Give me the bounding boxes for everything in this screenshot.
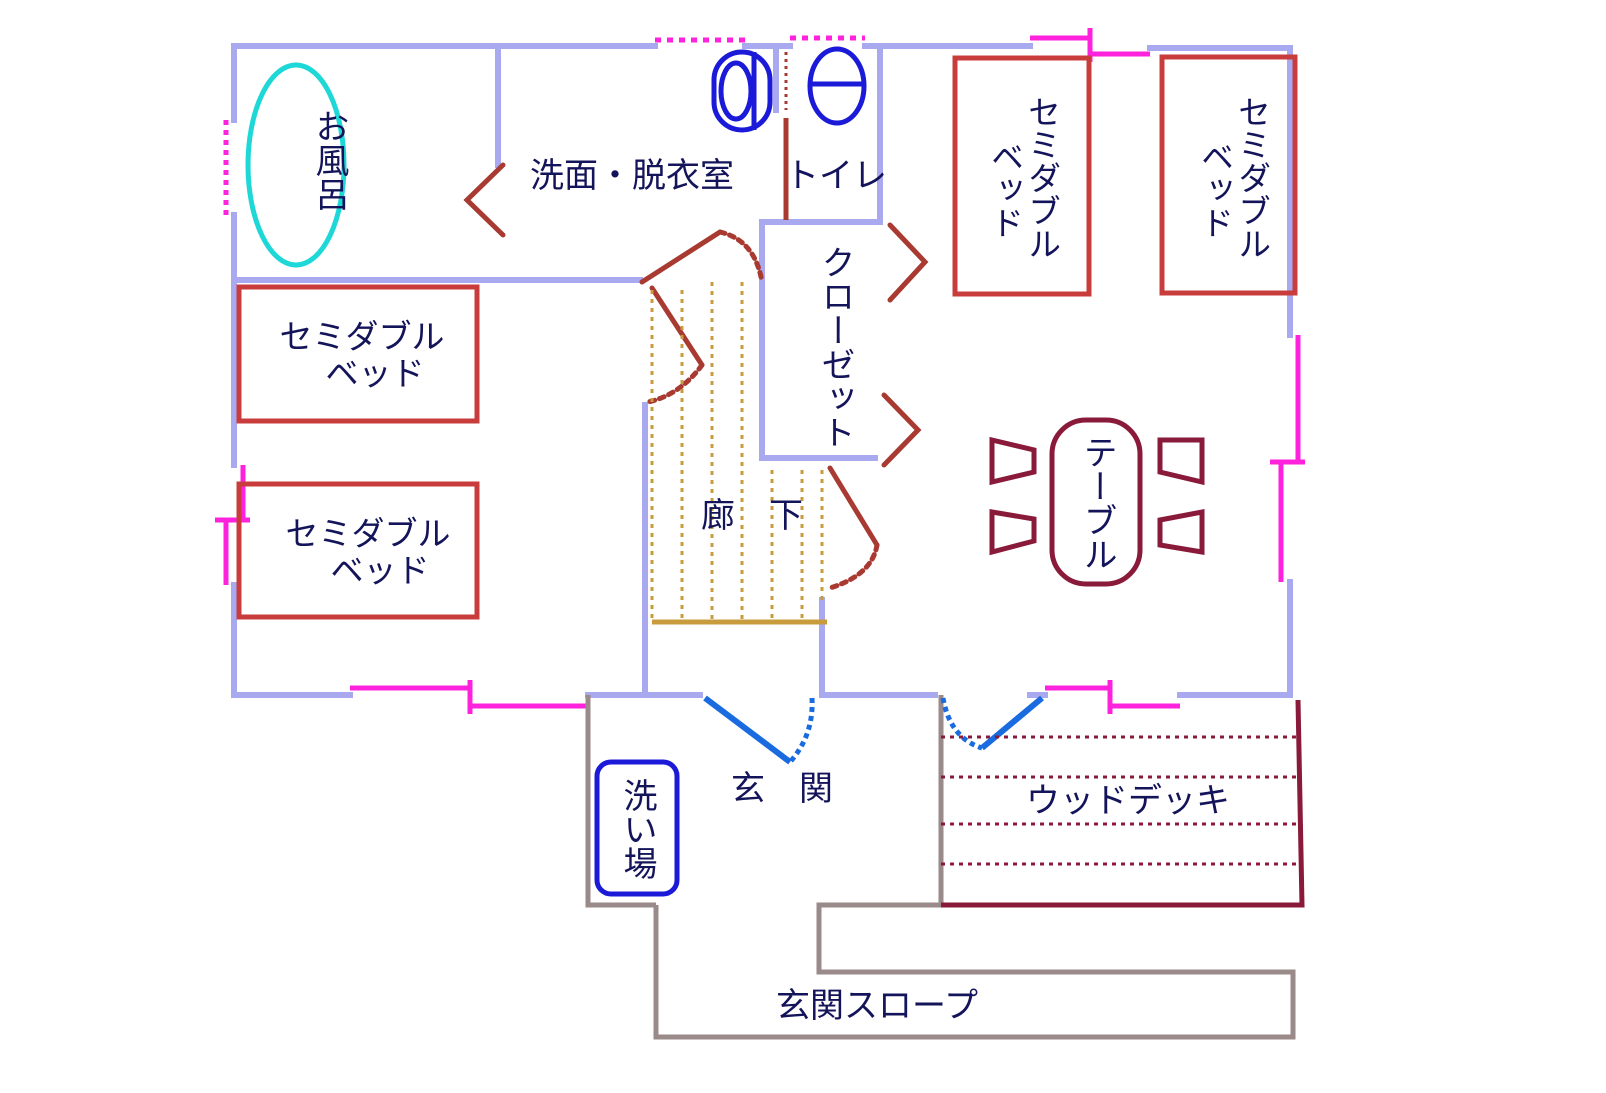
label-hallway: 廊 下: [701, 496, 803, 536]
door-hall-top-swing: [717, 229, 765, 285]
door-hall-left: [649, 285, 705, 368]
doors: [463, 162, 929, 591]
label-table: テーブル: [1077, 435, 1117, 571]
wash-area: [594, 759, 680, 897]
wood-deck: [941, 699, 1305, 908]
entrance-door-swing: [788, 697, 815, 764]
bed-label-line2: ベッド: [326, 354, 425, 393]
deck-door: [980, 695, 1044, 751]
walls: [231, 43, 1293, 698]
chair-icon: [989, 509, 1037, 556]
bed-right-b: [1159, 54, 1298, 296]
label-washroom: 洗面・脱衣室: [530, 156, 734, 196]
label-slope: 玄関スロープ: [776, 986, 978, 1026]
chair-icon: [1157, 437, 1205, 486]
label-wash-area: 洗い場: [617, 778, 657, 880]
bed-label-line1: セミダブル: [286, 514, 451, 553]
deck-door-swing: [940, 697, 983, 751]
door-hall-right-swing: [827, 542, 880, 591]
bathtub: [245, 62, 347, 268]
chair-icon: [989, 436, 1037, 486]
bed-left-top: [236, 284, 480, 424]
entrance-door: [703, 695, 792, 765]
wash-basin-icon: [711, 49, 773, 133]
entrance-walls: [585, 695, 656, 908]
chair-icon: [1157, 508, 1205, 555]
windows: [215, 28, 1305, 714]
door-washroom: [463, 162, 506, 238]
beds: [236, 54, 1298, 620]
bed-label-line2: ベッド: [986, 140, 1025, 239]
label-bath: お風呂: [247, 109, 349, 210]
dining-table: [1049, 417, 1143, 587]
door-hall-top: [639, 229, 723, 285]
label-wood-deck: ウッドデッキ: [1026, 781, 1230, 821]
entrance-slope: [653, 902, 1296, 1040]
door-closet-top: [887, 222, 929, 303]
bed-label-line2: ベッド: [1196, 140, 1235, 239]
bed-left-bottom: [236, 481, 480, 620]
door-hall-left-swing: [645, 362, 705, 405]
label-toilet: トイレ: [785, 156, 887, 196]
toilet-icon: [807, 46, 867, 126]
bed-label-line1: セミダブル: [1233, 95, 1272, 260]
hallway-flooring: [650, 282, 824, 620]
bed-right-a: [952, 55, 1092, 297]
bed-label-line2: ベッド: [331, 551, 430, 590]
bed-label-line1: セミダブル: [280, 317, 445, 356]
door-hall-right: [827, 465, 880, 548]
bed-label-line1: セミダブル: [1023, 95, 1062, 260]
chairs: [989, 436, 1205, 556]
label-entrance: 玄 関: [731, 769, 833, 809]
door-closet-bottom: [881, 392, 922, 468]
label-closet: クローゼット: [815, 245, 855, 449]
